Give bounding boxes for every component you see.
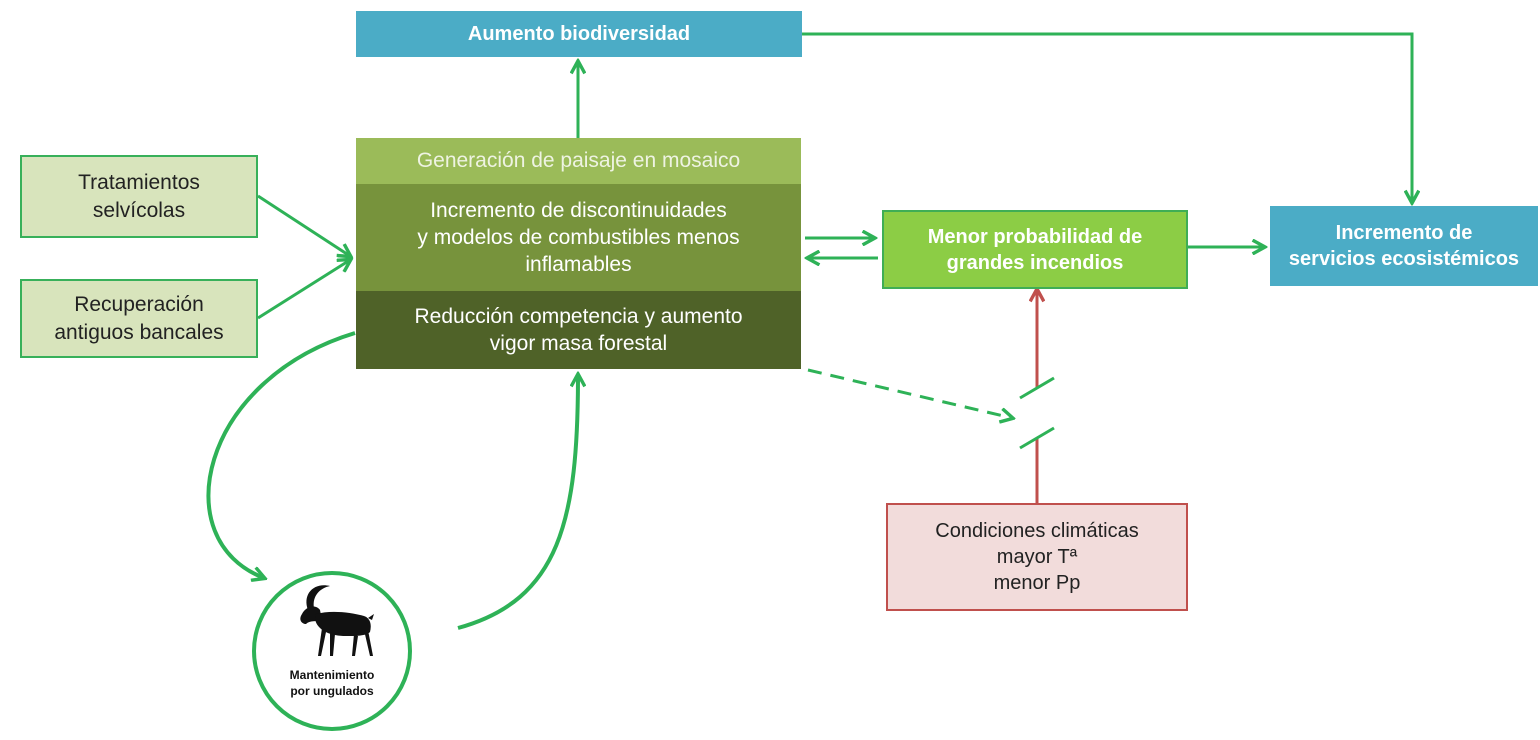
stack-middle-line-2: y modelos de combustibles menos bbox=[417, 225, 740, 249]
stack-bottom-line-1: Reducción competencia y aumento bbox=[414, 304, 743, 328]
recuperacion-line-1: Recuperación bbox=[74, 293, 204, 317]
biodiversidad-label: Aumento biodiversidad bbox=[467, 23, 691, 45]
break-mark-lower bbox=[1019, 426, 1055, 450]
dashed-arrow-stack-to-break bbox=[807, 368, 1012, 418]
condiciones-line-1: Condiciones climáticas bbox=[935, 520, 1139, 542]
stack-layer-competencia: Reducción competencia y aumento vigor ma… bbox=[356, 291, 801, 369]
condiciones-node: Condiciones climáticas mayor Tª menor Pp bbox=[886, 503, 1188, 611]
goat-icon bbox=[300, 585, 374, 656]
menor-probabilidad-node: Menor probabilidad de grandes incendios bbox=[882, 210, 1188, 289]
arrow-tratamientos-to-stack bbox=[257, 194, 350, 256]
arrow-ungulados-to-stack bbox=[457, 375, 578, 630]
stack-middle-line-3: inflamables bbox=[525, 253, 632, 277]
tratamientos-line-1: Tratamientos bbox=[78, 171, 200, 195]
condiciones-line-2: mayor Tª bbox=[996, 546, 1078, 568]
servicios-line-2: servicios ecosistémicos bbox=[1288, 248, 1520, 270]
central-stack: Generación de paisaje en mosaico Increme… bbox=[356, 138, 801, 369]
arrow-biodiversidad-to-servicios bbox=[802, 32, 1412, 202]
recuperacion-line-2: antiguos bancales bbox=[54, 320, 224, 344]
stack-bottom-line-2: vigor masa forestal bbox=[489, 332, 668, 355]
break-mark-upper bbox=[1019, 376, 1055, 400]
arrow-recuperacion-to-stack bbox=[257, 260, 350, 320]
tratamientos-line-2: selvícolas bbox=[92, 198, 186, 222]
servicios-line-1: Incremento de bbox=[1335, 222, 1473, 244]
ungulados-line-1: Mantenimiento bbox=[289, 668, 375, 682]
arrow-stack-to-ungulados bbox=[206, 331, 356, 578]
biodiversidad-node: Aumento biodiversidad bbox=[356, 11, 802, 57]
ungulados-line-2: por ungulados bbox=[290, 684, 374, 699]
stack-layer-mosaico-label: Generación de paisaje en mosaico bbox=[416, 149, 741, 173]
menor-line-2: grandes incendios bbox=[946, 251, 1124, 274]
stack-layer-discontinuidades: Incremento de discontinuidades y modelos… bbox=[356, 184, 801, 291]
stack-layer-mosaico: Generación de paisaje en mosaico bbox=[356, 138, 801, 184]
condiciones-line-3: menor Pp bbox=[993, 572, 1081, 594]
tratamientos-node: Tratamientos selvícolas bbox=[20, 155, 258, 238]
menor-line-1: Menor probabilidad de bbox=[927, 225, 1143, 248]
servicios-node: Incremento de servicios ecosistémicos bbox=[1270, 206, 1538, 286]
ungulados-label: Mantenimiento por ungulados bbox=[256, 667, 408, 699]
stack-middle-line-1: Incremento de discontinuidades bbox=[430, 198, 727, 222]
ungulados-node: Mantenimiento por ungulados bbox=[252, 571, 412, 731]
recuperacion-node: Recuperación antiguos bancales bbox=[20, 279, 258, 358]
